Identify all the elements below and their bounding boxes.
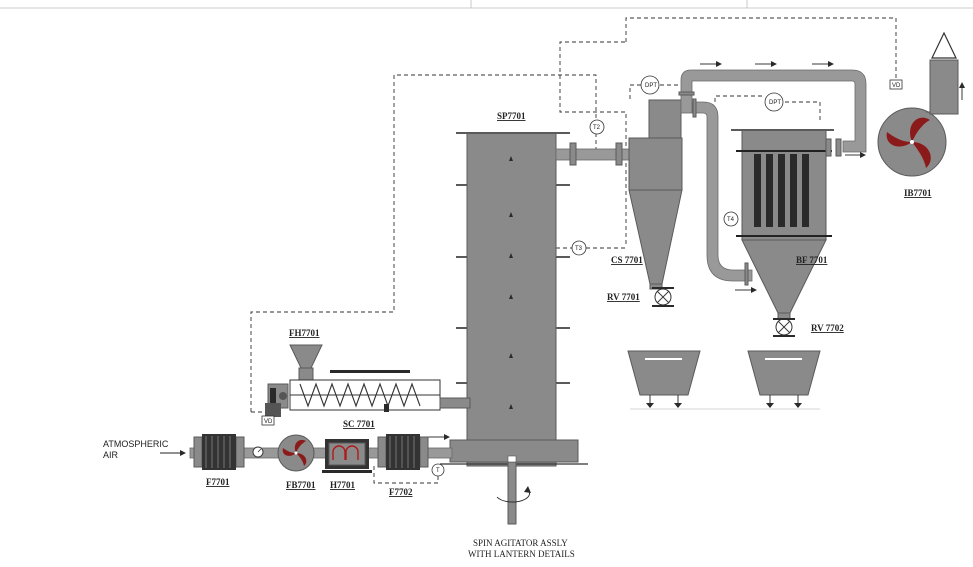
filter-f7701 (193, 434, 245, 470)
f7701-label: F7701 (206, 477, 230, 487)
svg-text:DPT: DPT (645, 83, 657, 89)
page-frame (0, 0, 973, 9)
agitator-label-1: SPIN AGITATOR ASSLY (473, 538, 568, 548)
fb7701-label: FB7701 (286, 480, 316, 490)
rv7701-label: RV 7701 (607, 292, 640, 302)
dpt-cyclone: DPT (640, 75, 660, 95)
cyclone-to-filter-duct (678, 61, 867, 293)
cyclone-cs7701 (628, 99, 683, 307)
collection-bin-2 (747, 350, 821, 408)
vfd-blower: VD (889, 79, 903, 90)
svg-text:T4: T4 (727, 217, 735, 223)
filter-f7702 (377, 434, 429, 470)
bf7701-label: BF 7701 (796, 255, 828, 265)
drying-column-sp7701 (440, 132, 588, 525)
rv7702-label: RV 7702 (811, 323, 844, 333)
fan-blower-fb7701 (277, 434, 315, 472)
atmospheric-air-label: ATMOSPHERIC (103, 439, 169, 449)
flow-gauge (252, 446, 264, 458)
h7701-label: H7701 (330, 480, 356, 490)
air-inlet-duct (160, 434, 453, 459)
bag-filter-bf7701 (731, 129, 842, 337)
agitator-label-2: WITH LANTERN DETAILS (468, 549, 575, 559)
temperature-t2: T2 (589, 119, 605, 135)
temperature-t1: T (431, 463, 445, 477)
temperature-t3: T3 (571, 240, 587, 256)
svg-text:VD: VD (892, 83, 901, 89)
svg-text:T: T (436, 468, 440, 474)
sp7701-label: SP7701 (497, 111, 526, 121)
feed-hopper-fh7701 (289, 344, 323, 383)
atmospheric-air-label-2: AIR (103, 450, 119, 460)
svg-text:DPT: DPT (769, 100, 781, 106)
temperature-t4: T4 (723, 211, 739, 227)
vfd-screw-conveyor: VD (261, 415, 275, 426)
ib7701-label: IB7701 (904, 188, 932, 198)
column-outlet-duct (555, 142, 633, 166)
heater-h7701 (322, 439, 372, 473)
fh7701-label: FH7701 (289, 328, 320, 338)
svg-text:T3: T3 (575, 246, 583, 252)
f7702-label: F7702 (389, 487, 413, 497)
induced-blower-ib7701 (877, 31, 965, 177)
svg-text:T2: T2 (593, 125, 601, 131)
collection-bin-1 (627, 350, 701, 408)
screw-conveyor-sc7701 (265, 370, 471, 417)
svg-text:VD: VD (264, 419, 273, 425)
sc7701-label: SC 7701 (343, 419, 375, 429)
cs7701-label: CS 7701 (611, 255, 643, 265)
dpt-bag-filter: DPT (764, 92, 784, 112)
